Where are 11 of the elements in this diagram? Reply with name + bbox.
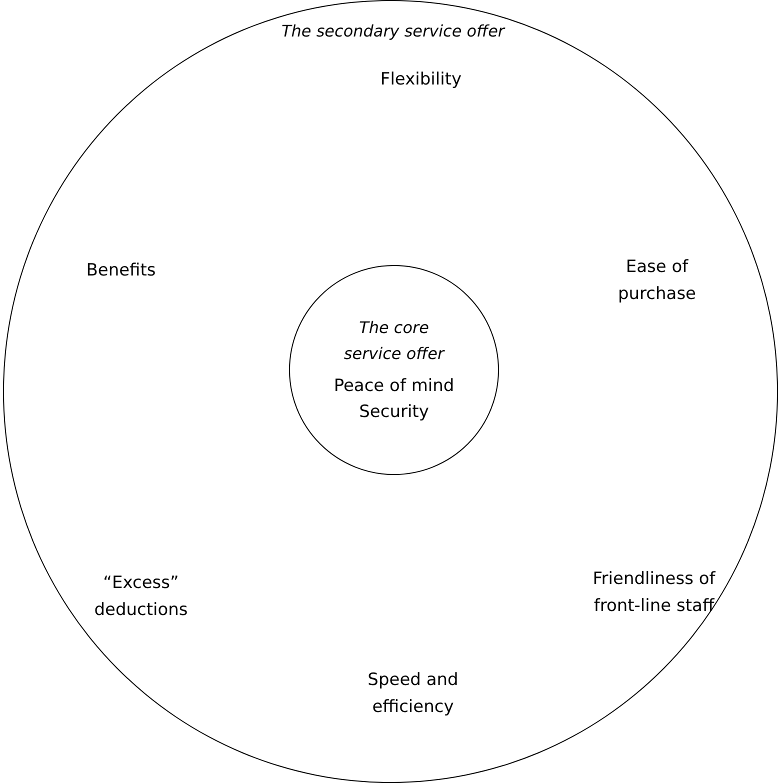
outer-circle <box>3 0 778 783</box>
attribute-label: Ease of purchase <box>616 256 698 306</box>
attribute-label: Friendliness of front-line staff <box>592 568 716 618</box>
circle-text: Peace of mind Security <box>332 375 456 424</box>
circle-heading: The core service offer <box>342 316 446 364</box>
inner-circle <box>289 265 499 475</box>
attribute-label: Flexibility <box>379 68 463 92</box>
attribute-label: Benefits <box>85 259 157 282</box>
circle-heading: The secondary service offer <box>282 22 504 40</box>
attribute-label: “Excess” deductions <box>93 572 189 622</box>
attribute-label: Speed and efficiency <box>366 668 460 719</box>
